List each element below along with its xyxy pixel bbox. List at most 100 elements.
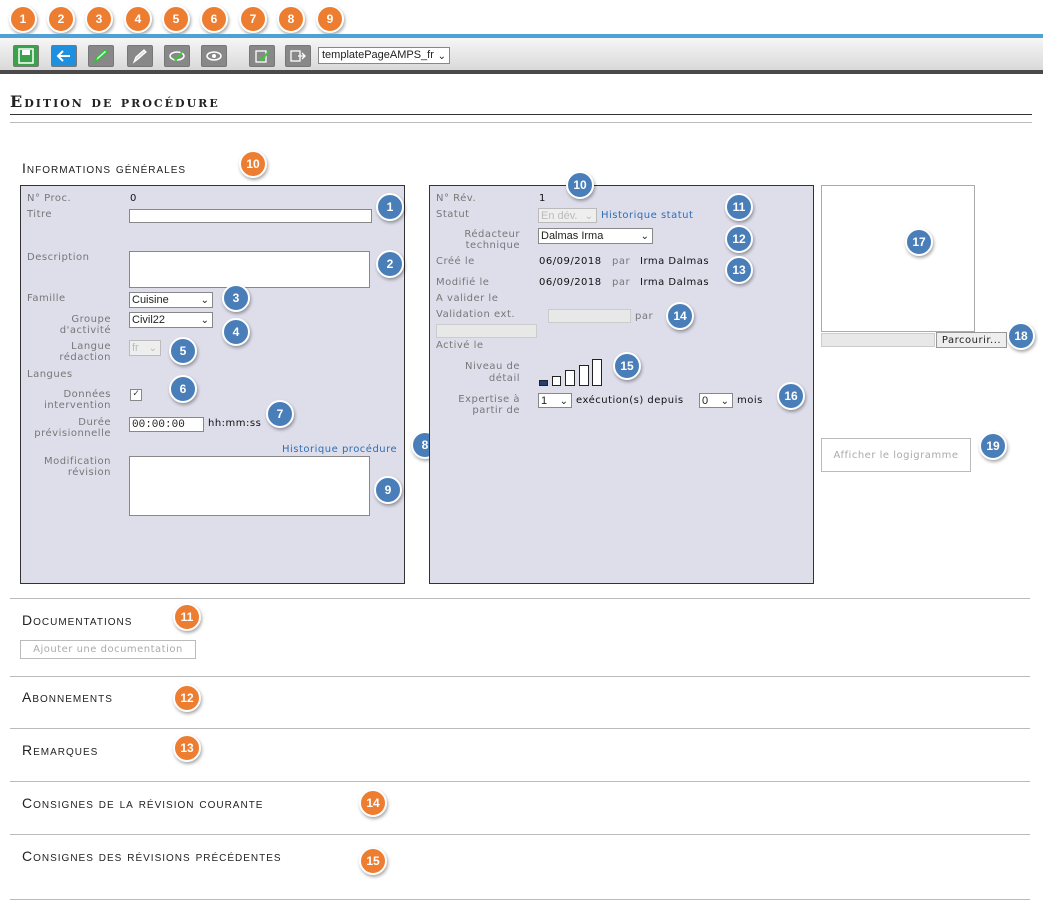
- image-preview: [821, 185, 975, 332]
- famille-select[interactable]: Cuisine ⌄: [129, 292, 213, 308]
- badge-2: 2: [47, 5, 75, 33]
- donnees-label: Données intervention: [44, 389, 111, 411]
- historique-procedure-link[interactable]: Historique procédure: [282, 444, 398, 455]
- a-valider-label: A valider le: [436, 293, 499, 304]
- badge-5: 5: [162, 5, 190, 33]
- detail-level-bar-1[interactable]: [539, 380, 548, 386]
- duree-unit: hh:mm:ss: [208, 418, 262, 429]
- chevron-down-icon: ⌄: [200, 315, 209, 326]
- validation-par: par: [635, 311, 654, 322]
- active-label: Activé le: [436, 340, 484, 351]
- redacteur-label: Rédacteur technique: [464, 229, 520, 251]
- donnees-checkbox[interactable]: ✓: [130, 389, 142, 401]
- badge-consignes-courante: 14: [359, 789, 387, 817]
- chevron-down-icon: ⌄: [720, 396, 729, 407]
- modif-label: Modification révision: [44, 456, 111, 478]
- cree-by: Irma Dalmas: [640, 256, 710, 267]
- badge-langue: 5: [169, 337, 197, 365]
- badge-niveau: 15: [613, 352, 641, 380]
- badge-documentations: 11: [173, 603, 201, 631]
- badge-abonnements: 12: [173, 684, 201, 712]
- chevron-down-icon: ⌄: [148, 343, 157, 354]
- chevron-down-icon: ⌄: [640, 231, 649, 242]
- langue-label: Langue rédaction: [59, 341, 111, 363]
- chevron-down-icon: ⌄: [584, 211, 593, 222]
- detail-level-bar-4[interactable]: [579, 365, 589, 386]
- badge-8: 8: [277, 5, 305, 33]
- section-title-remarques[interactable]: Remarques: [22, 742, 99, 758]
- add-documentation-button[interactable]: Ajouter une documentation: [20, 640, 196, 659]
- modifie-label: Modifié le: [436, 277, 490, 288]
- detail-level-bar-2[interactable]: [552, 376, 561, 386]
- badge-remarques: 13: [173, 734, 201, 762]
- groupe-select[interactable]: Civil22 ⌄: [129, 312, 213, 328]
- exit-icon: [290, 50, 306, 62]
- mois-text: mois: [737, 395, 763, 406]
- save-icon: [18, 48, 34, 64]
- template-select[interactable]: templatePageAMPS_fr ⌄: [318, 47, 450, 64]
- toolbar: [0, 38, 1043, 74]
- langue-select: fr ⌄: [129, 340, 161, 356]
- detail-level-bar-3[interactable]: [565, 370, 575, 386]
- num-proc-label: N° Proc.: [27, 193, 72, 204]
- save-button[interactable]: [13, 45, 39, 67]
- badge-6: 6: [200, 5, 228, 33]
- badge-consignes-precedentes: 15: [359, 847, 387, 875]
- divider: [10, 781, 1030, 782]
- badge-famille: 3: [222, 284, 250, 312]
- badge-expertise: 16: [777, 382, 805, 410]
- document-validate-button[interactable]: [249, 45, 275, 67]
- badge-donnees: 6: [169, 375, 197, 403]
- view-validate-button[interactable]: [164, 45, 190, 67]
- cree-date: 06/09/2018: [539, 256, 602, 267]
- redacteur-select[interactable]: Dalmas Irma ⌄: [538, 228, 653, 244]
- view-button[interactable]: [201, 45, 227, 67]
- description-textarea[interactable]: [129, 251, 370, 288]
- exit-button[interactable]: [285, 45, 311, 67]
- badge-redacteur: 12: [725, 225, 753, 253]
- divider: [10, 598, 1030, 599]
- browse-button[interactable]: Parcourir...: [936, 332, 1007, 348]
- logigramme-button[interactable]: Afficher le logigramme: [821, 438, 971, 472]
- validation-label: Validation ext.: [436, 309, 516, 320]
- statut-select: En dév. ⌄: [538, 208, 597, 223]
- section-title-consignes-courante[interactable]: Consignes de la révision courante: [22, 795, 264, 811]
- modif-textarea[interactable]: [129, 456, 370, 516]
- badge-9: 9: [316, 5, 344, 33]
- edit-button[interactable]: [127, 45, 153, 67]
- badge-duree: 7: [266, 400, 294, 428]
- badge-dates: 13: [725, 256, 753, 284]
- expertise-label: Expertise à partir de: [458, 394, 520, 416]
- general-right-panel: [429, 185, 814, 584]
- redacteur-value: Dalmas Irma: [541, 230, 604, 242]
- famille-label: Famille: [27, 293, 66, 304]
- edit-validate-button[interactable]: [88, 45, 114, 67]
- modifie-by: Irma Dalmas: [640, 277, 710, 288]
- chevron-down-icon: ⌄: [559, 396, 568, 407]
- duree-input[interactable]: 00:00:00: [129, 417, 204, 432]
- historique-statut-link[interactable]: Historique statut: [601, 210, 694, 221]
- back-button[interactable]: [51, 45, 77, 67]
- section-title-abonnements[interactable]: Abonnements: [22, 689, 113, 705]
- divider: [10, 728, 1030, 729]
- statut-label: Statut: [436, 209, 470, 220]
- pencil-icon: [132, 49, 147, 64]
- expertise-select[interactable]: 1 ⌄: [538, 393, 572, 408]
- page-title: Edition de procédure: [10, 92, 220, 111]
- badge-description: 2: [376, 250, 404, 278]
- titre-input[interactable]: [129, 209, 372, 223]
- section-title-documentations[interactable]: Documentations: [22, 612, 133, 628]
- section-title-consignes-precedentes[interactable]: Consignes des révisions précédentes: [22, 848, 282, 864]
- title-divider: [10, 114, 1032, 115]
- file-path-field: [821, 333, 935, 347]
- executions-text: exécution(s) depuis: [576, 395, 684, 406]
- eye-icon: [206, 51, 222, 61]
- detail-level-bar-5[interactable]: [592, 359, 602, 386]
- chevron-down-icon: ⌄: [437, 51, 446, 62]
- back-arrow-icon: [56, 50, 70, 62]
- validation-input: [548, 309, 631, 323]
- num-rev-value: 1: [539, 193, 546, 204]
- mois-select[interactable]: 0 ⌄: [699, 393, 733, 408]
- section-title-general: Informations générales: [22, 160, 187, 176]
- eye-check-icon: [169, 51, 185, 62]
